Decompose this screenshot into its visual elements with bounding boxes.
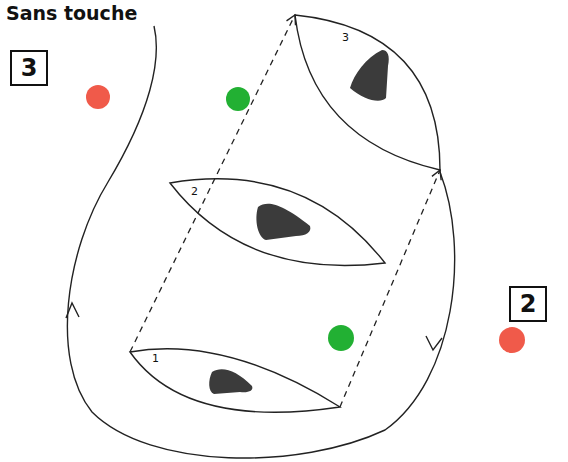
drill-title: Sans touche bbox=[3, 2, 140, 24]
ball-pass-line bbox=[340, 170, 440, 407]
green-player bbox=[328, 325, 354, 351]
run-arrow-down bbox=[426, 336, 442, 350]
lens-outline bbox=[125, 335, 345, 415]
zone-number: 1 bbox=[152, 353, 159, 365]
position-box: 2 bbox=[509, 286, 547, 322]
lens-outline-path bbox=[170, 179, 385, 266]
player-run-loop bbox=[67, 26, 454, 458]
lens-outline-path bbox=[295, 15, 440, 170]
green-player bbox=[226, 87, 250, 111]
cone bbox=[209, 369, 252, 394]
ball-pass-line bbox=[130, 15, 295, 352]
zone-number: 2 bbox=[191, 186, 198, 198]
lens-outline bbox=[290, 10, 445, 175]
position-number: 2 bbox=[520, 291, 537, 317]
zone-lens: 3 bbox=[290, 10, 445, 175]
red-player bbox=[499, 327, 525, 353]
zone-number: 3 bbox=[342, 32, 349, 44]
cone bbox=[350, 50, 389, 101]
zone-lens: 2 bbox=[165, 170, 390, 270]
zone-lens: 1 bbox=[125, 335, 345, 415]
red-player bbox=[86, 85, 110, 109]
run-arrow-up bbox=[66, 303, 79, 318]
position-number: 3 bbox=[21, 55, 38, 81]
lens-outline bbox=[165, 170, 390, 270]
position-box: 3 bbox=[10, 50, 48, 86]
cone bbox=[256, 204, 310, 240]
lens-outline-path bbox=[130, 349, 340, 412]
